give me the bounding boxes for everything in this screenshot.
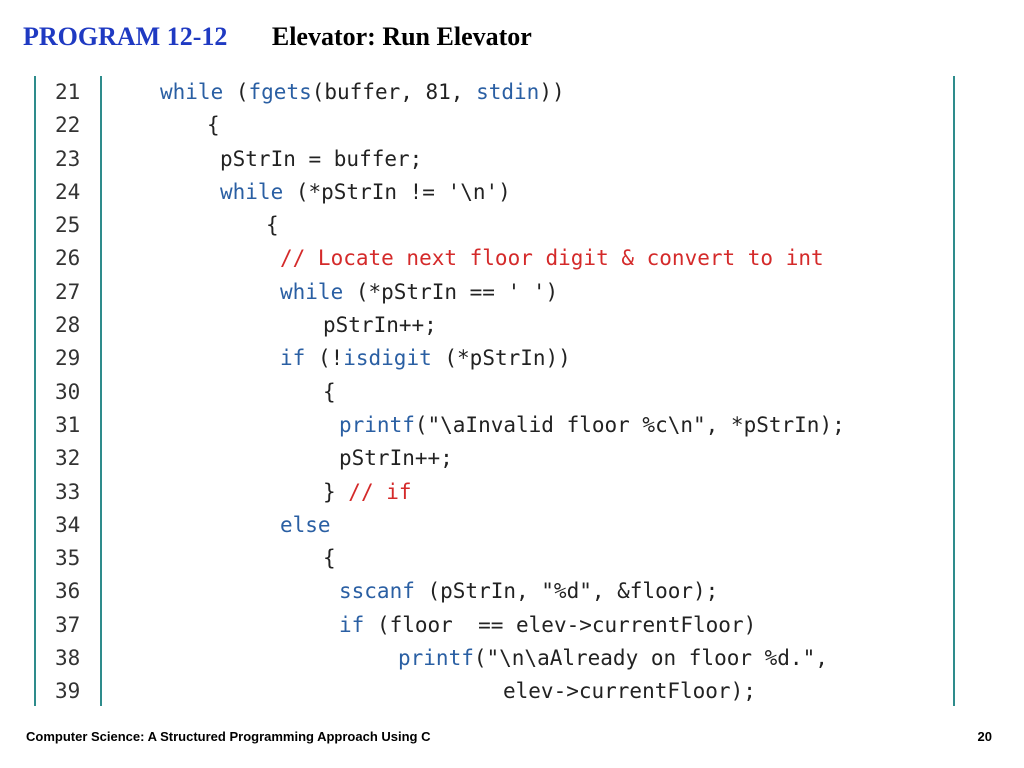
code-line: 32 pStrIn++; (0, 442, 1024, 475)
code-keyword: while (220, 179, 284, 204)
code-line: 30 { (0, 376, 1024, 409)
code-comment: // if (348, 479, 412, 504)
code-line: 23 pStrIn = buffer; (0, 143, 1024, 176)
code-line: 39 elev->currentFloor); (0, 675, 1024, 708)
line-number: 30 (55, 379, 81, 404)
code-line: 22 { (0, 109, 1024, 142)
code-text: while (*pStrIn == ' ') (280, 276, 558, 309)
line-number: 26 (55, 246, 81, 271)
code-listing-frame (34, 76, 955, 706)
code-token: pStrIn++; (339, 446, 453, 471)
page-number: 20 (977, 729, 992, 744)
code-keyword: printf (339, 412, 415, 437)
line-number: 37 (55, 612, 81, 637)
code-line: 25 { (0, 209, 1024, 242)
code-text: elev->currentFloor); (503, 675, 756, 708)
code-line: 33} // if (0, 476, 1024, 509)
code-text: if (floor == elev->currentFloor) (339, 609, 756, 642)
code-text: } // if (323, 476, 412, 509)
code-token: { (207, 113, 220, 138)
code-listing: 21 while (fgets(buffer, 81, stdin)) 22 {23 p… (0, 76, 1024, 709)
code-token: ("\n\aAlready on floor %d.", (473, 646, 828, 671)
line-number: 21 (55, 80, 81, 104)
code-token: pStrIn++; (323, 313, 437, 338)
code-token: (! (305, 346, 344, 371)
code-line: 38 printf("\n\aAlready on floor %d.", (0, 642, 1024, 675)
line-number: 35 (55, 546, 81, 571)
line-number: 38 (55, 646, 81, 671)
code-token: { (323, 379, 336, 404)
code-line: 35 { (0, 542, 1024, 575)
code-token: } (323, 479, 349, 504)
line-number: 24 (55, 179, 81, 204)
code-text: pStrIn = buffer; (220, 143, 422, 176)
code-text: pStrIn++; (339, 442, 453, 475)
code-text: while (fgets(buffer, 81, stdin)) (160, 76, 565, 109)
code-line: 36 sscanf (pStrIn, "%d", &floor); (0, 575, 1024, 608)
code-keyword: stdin (476, 80, 540, 104)
code-line: 28 pStrIn++; (0, 309, 1024, 342)
code-text: else (280, 509, 331, 542)
code-line: 34 else (0, 509, 1024, 542)
line-number: 33 (55, 479, 81, 504)
program-title: Elevator: Run Elevator (271, 22, 532, 51)
line-number: 25 (55, 213, 81, 238)
code-keyword: if (280, 346, 306, 371)
code-keyword: if (339, 612, 365, 637)
code-token: pStrIn = buffer; (220, 146, 423, 171)
code-comment: // Locate next floor digit & convert to … (280, 246, 824, 271)
line-number: 22 (55, 113, 81, 138)
code-keyword: else (280, 512, 331, 537)
code-token: (pStrIn, "%d", &floor); (414, 579, 719, 604)
code-keyword: while (280, 279, 344, 304)
code-keyword: printf (398, 646, 474, 671)
code-token: (floor == elev->currentFloor) (364, 612, 757, 637)
code-line: 26 // Locate next floor digit & convert t… (0, 242, 1024, 275)
code-keyword: fgets (248, 80, 312, 104)
code-token: (*pStrIn == ' ') (343, 279, 559, 304)
line-number: 32 (55, 446, 81, 471)
code-token: ( (223, 80, 249, 104)
code-line: 29 if (!isdigit (*pStrIn)) (0, 342, 1024, 375)
code-text: printf("\aInvalid floor %c\n", *pStrIn); (339, 409, 845, 442)
code-line: 31 printf("\aInvalid floor %c\n", *pStrIn… (0, 409, 1024, 442)
program-label: PROGRAM 12-12 (23, 22, 228, 51)
code-text: { (323, 542, 336, 575)
code-text: { (266, 209, 279, 242)
code-token: (*pStrIn != '\n') (283, 179, 511, 204)
code-line: 37 if (floor == elev->currentFloor) (0, 609, 1024, 642)
code-text: if (!isdigit (*pStrIn)) (280, 342, 571, 375)
code-text: sscanf (pStrIn, "%d", &floor); (339, 575, 718, 608)
code-token: { (266, 213, 279, 238)
line-number: 36 (55, 579, 81, 604)
code-keyword: isdigit (343, 346, 432, 371)
code-token: ("\aInvalid floor %c\n", *pStrIn); (414, 412, 845, 437)
code-text: printf("\n\aAlready on floor %d.", (398, 642, 828, 675)
line-number: 31 (55, 412, 81, 437)
footer-book-title: Computer Science: A Structured Programmi… (26, 729, 431, 744)
line-number-divider (100, 76, 102, 706)
slide-title: PROGRAM 12-12 Elevator: Run Elevator (23, 22, 532, 52)
line-number: 28 (55, 313, 81, 338)
code-token: (*pStrIn)) (431, 346, 571, 371)
code-text: // Locate next floor digit & convert to … (280, 242, 824, 275)
code-line: 27 while (*pStrIn == ' ') (0, 276, 1024, 309)
code-token: { (323, 546, 336, 571)
code-text: pStrIn++; (323, 309, 437, 342)
code-token: )) (539, 80, 565, 104)
line-number: 29 (55, 346, 81, 371)
line-number: 27 (55, 279, 81, 304)
code-line: 24 while (*pStrIn != '\n') (0, 176, 1024, 209)
code-token: elev->currentFloor); (503, 679, 756, 704)
line-number: 23 (55, 146, 81, 171)
code-text: { (207, 109, 220, 142)
code-text: { (323, 376, 336, 409)
code-text: while (*pStrIn != '\n') (220, 176, 511, 209)
line-number: 34 (55, 512, 81, 537)
code-line: 21 while (fgets(buffer, 81, stdin)) (0, 76, 1024, 109)
line-number: 39 (55, 679, 81, 704)
code-keyword: while (160, 80, 224, 104)
code-keyword: sscanf (339, 579, 415, 604)
code-token: (buffer, 81, (311, 80, 477, 104)
